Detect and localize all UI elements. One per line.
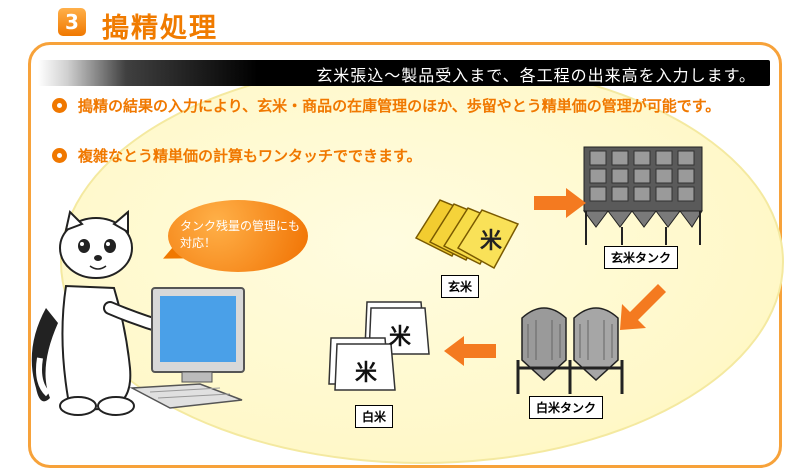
bullet-item: 搗精の結果の入力により、玄米・商品の在庫管理のほか、歩留やとう精単価の管理が可能… [52,96,752,116]
arrow-right-icon [534,188,586,218]
label-genmai: 玄米 [441,275,480,298]
computer-icon [130,287,245,409]
bullet-item: 複雑なとう精単価の計算もワンタッチでできます。 [52,146,612,166]
bullet-icon [52,148,67,163]
bag-char-hakumai-2: 米 [355,361,378,386]
bullet-text: 搗精の結果の入力により、玄米・商品の在庫管理のほか、歩留やとう精単価の管理が可能… [78,97,721,115]
bullet-text: 複雑なとう精単価の計算もワンタッチでできます。 [78,147,422,165]
bag-char-hakumai-1: 米 [389,325,412,350]
bullet-icon [52,98,67,113]
hakumai-tank-icon [516,307,624,394]
label-genmai-tank: 玄米タンク [604,246,679,269]
speech-bubble-text: タンク残量の管理にも対応！ [180,219,301,250]
speech-bubble [168,200,308,272]
section-number-badge: 3 [58,8,86,36]
genmai-bags-icon: 米 [414,199,520,270]
label-hakumai: 白米 [355,405,394,428]
genmai-tank-icon [583,146,703,245]
hakumai-bags-icon: 米 米 [328,301,430,391]
arrow-left-icon [444,336,496,366]
banner: 玄米張込～製品受入まで、各工程の出来高を入力します。 [38,60,770,86]
banner-text: 玄米張込～製品受入まで、各工程の出来高を入力します。 [316,66,756,85]
arrow-down-left-icon [620,284,666,330]
page-title: 搗精処理 [102,13,218,44]
bag-char-genmai: 米 [480,229,503,254]
cat-mascot [31,209,173,416]
label-hakumai-tank: 白米タンク [529,396,604,419]
